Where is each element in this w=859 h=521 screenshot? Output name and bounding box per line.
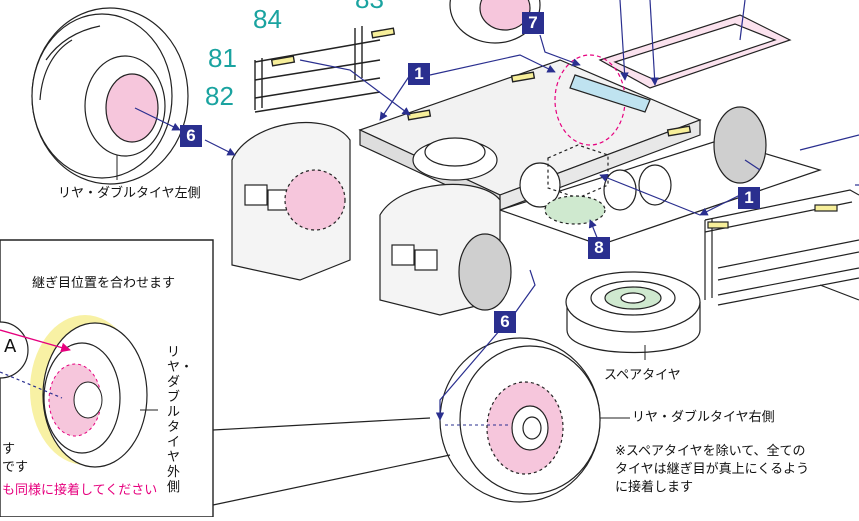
note-line-1: ※スペアタイヤを除いて、全ての <box>615 444 806 459</box>
label-leaders <box>116 155 646 426</box>
part-number-83-partial: 83 <box>355 0 384 12</box>
rear-dual-tire-left <box>31 7 189 185</box>
inset-letter: A <box>4 336 17 357</box>
step-badge-7: 7 <box>522 12 544 34</box>
note-line-3: に接着します <box>615 480 694 495</box>
step-badge-1b: 1 <box>738 187 760 209</box>
step-badge-1a: 1 <box>408 63 430 85</box>
inset-box <box>0 239 451 518</box>
part-number-84: 84 <box>253 4 282 34</box>
ladder-parts <box>254 26 692 137</box>
label-seam-align: 継ぎ目位置を合わせます <box>32 276 176 291</box>
rear-rail <box>704 189 859 306</box>
step-badge-6b: 6 <box>494 311 516 333</box>
rear-dual-tire-right <box>439 337 601 503</box>
leader-lines <box>134 0 859 421</box>
front-fender-assembly <box>231 106 767 316</box>
label-rear-dual-right: リヤ・ダブルタイヤ右側 <box>632 410 775 425</box>
label-rear-dual-left: リヤ・ダブルタイヤ左側 <box>58 186 201 201</box>
step-badge-8: 8 <box>588 237 610 259</box>
inset-partial-1: す <box>2 442 16 457</box>
step-badge-6a: 6 <box>180 125 202 147</box>
label-spare-tire: スペアタイヤ <box>604 368 681 383</box>
label-rear-dual-outer: リヤ・ダブルタイヤ外側 <box>167 345 194 495</box>
note-line-2: タイヤは継ぎ目が真上にくるよう <box>615 462 810 477</box>
top-wheel-partial <box>449 0 541 44</box>
part-number-82: 82 <box>205 81 234 111</box>
spare-tire <box>565 271 701 354</box>
part-number-81: 81 <box>208 43 237 73</box>
inset-partial-2: です <box>2 460 29 475</box>
chassis-frame <box>358 14 822 246</box>
inset-pink-note: も同様に接着してください <box>2 483 158 498</box>
